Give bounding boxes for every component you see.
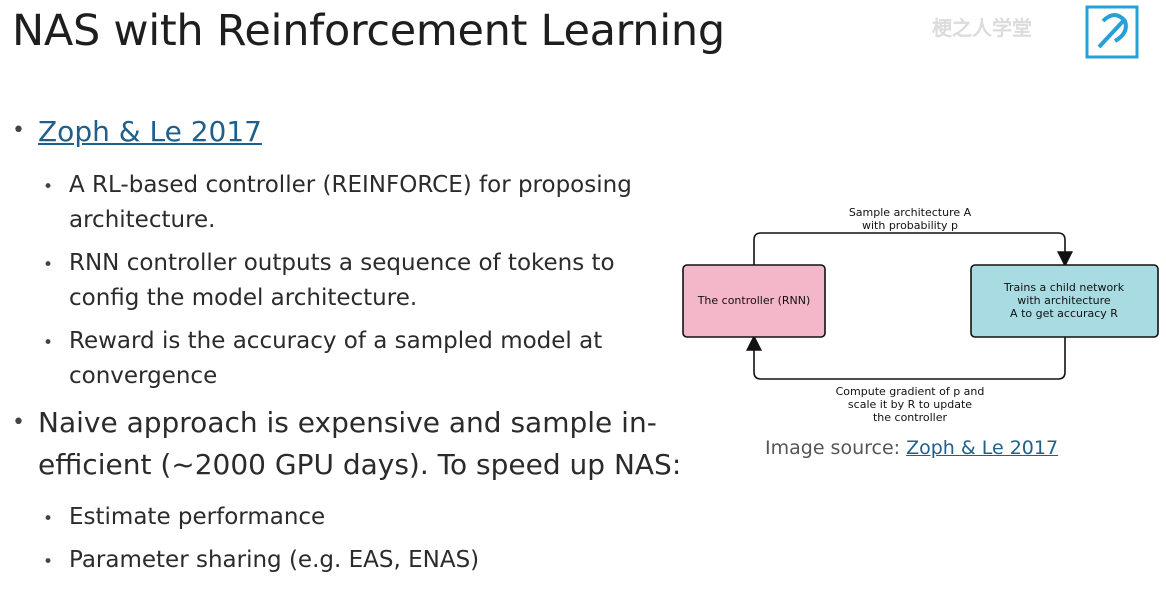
- bullet-text: convergence: [69, 363, 218, 389]
- bullet-text: efficient (~2000 GPU days). To speed up …: [38, 448, 682, 481]
- child-label-line-3: A to get accuracy R: [1010, 307, 1118, 320]
- top-label-line-1: Sample architecture A: [849, 206, 972, 219]
- bullet-text: architecture.: [69, 207, 216, 233]
- bottom-label-line-1: Compute gradient of p and: [836, 385, 985, 398]
- bottom-label-line-2: scale it by R to update: [848, 398, 972, 411]
- zoph-le-link[interactable]: Zoph & Le 2017: [38, 115, 262, 148]
- bullet-dot: •: [12, 118, 25, 143]
- image-source-link[interactable]: Zoph & Le 2017: [906, 437, 1059, 459]
- bullet-text: Parameter sharing (e.g. EAS, ENAS): [69, 547, 480, 573]
- bottom-arrow: [746, 334, 1066, 380]
- bullet-dot: •: [43, 509, 54, 529]
- image-source: Image source: Zoph & Le 2017: [765, 437, 1058, 459]
- top-arrow: [753, 232, 1073, 268]
- child-label-line-2: with architecture: [1017, 294, 1111, 307]
- watermark-text: 梗之人学堂: [932, 16, 1032, 40]
- controller-label: The controller (RNN): [697, 294, 811, 307]
- bullet-dot: •: [43, 255, 54, 275]
- image-source-prefix: Image source:: [765, 437, 907, 459]
- bullet-dot: •: [43, 333, 54, 353]
- bullet-text: Estimate performance: [69, 504, 326, 530]
- bullet-dot: •: [43, 552, 54, 572]
- controller-box: [682, 264, 826, 338]
- bottom-label-line-3: the controller: [873, 411, 948, 424]
- bullet-dot: •: [12, 410, 25, 435]
- bullet-dot: •: [43, 177, 54, 197]
- top-label-line-2: with probability p: [862, 219, 958, 232]
- bullet-text: Naive approach is expensive and sample i…: [38, 406, 657, 439]
- slide-title: NAS with Reinforcement Learning: [12, 6, 725, 56]
- child-network-box: [970, 264, 1159, 338]
- bullet-text: config the model architecture.: [69, 285, 418, 311]
- bullet-text: RNN controller outputs a sequence of tok…: [69, 250, 615, 276]
- channel-logo-icon: [1085, 5, 1139, 59]
- bullet-text: Reward is the accuracy of a sampled mode…: [69, 328, 603, 354]
- bullet-text: A RL-based controller (REINFORCE) for pr…: [69, 172, 632, 198]
- child-label-line-1: Trains a child network: [1003, 281, 1125, 294]
